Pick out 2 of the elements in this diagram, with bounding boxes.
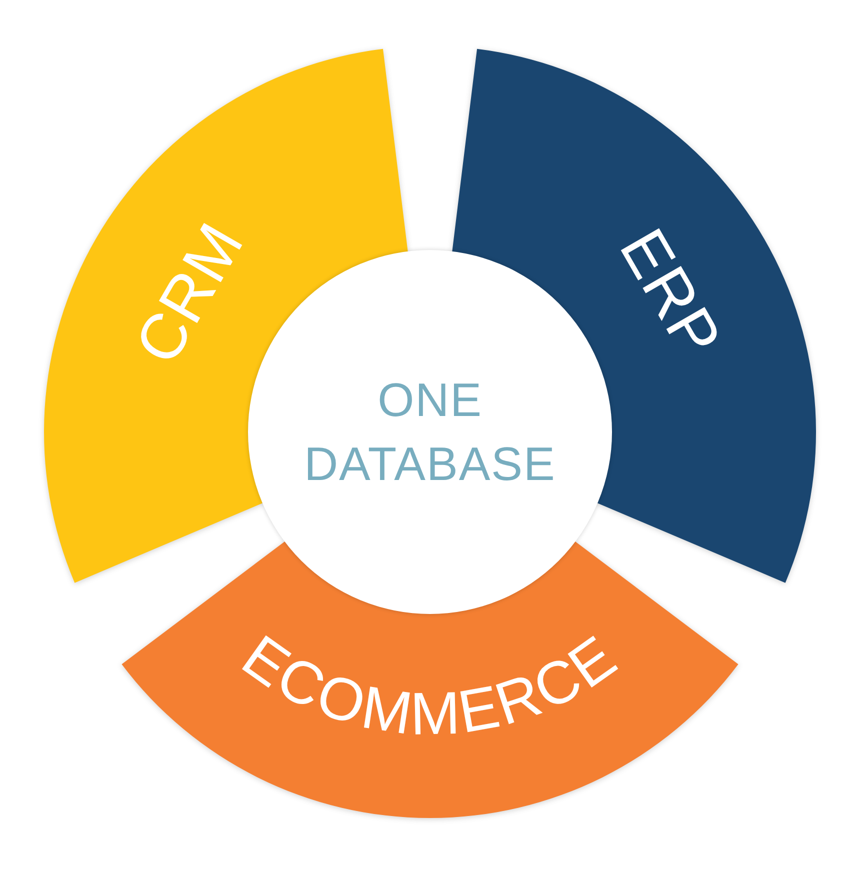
center-label: ONE DATABASE — [304, 372, 556, 492]
segment-label: ECOMMERCE — [230, 622, 630, 748]
